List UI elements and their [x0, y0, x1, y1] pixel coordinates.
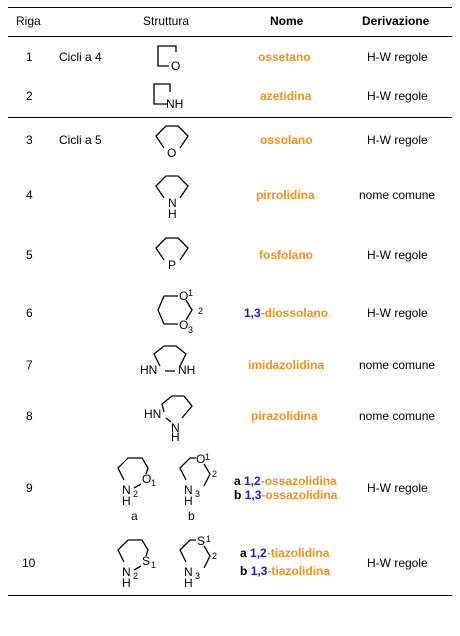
- pyrrolidine-structure: N H: [155, 175, 189, 221]
- row-4-number: 4: [26, 188, 33, 202]
- atom-nh: NH: [166, 97, 183, 111]
- locant-3: 3: [195, 489, 200, 499]
- locant-3: 3: [188, 325, 193, 335]
- atom-n: N: [168, 196, 177, 210]
- row-7-derivation: nome comune: [359, 358, 436, 372]
- locant-1: 1: [151, 478, 156, 488]
- row-6-number: 6: [26, 306, 33, 320]
- locant-2: 2: [198, 306, 203, 316]
- atom-h: H: [184, 494, 193, 508]
- atom-h: H: [171, 430, 180, 444]
- atom-h: H: [168, 207, 177, 221]
- row-4-derivation: nome comune: [359, 188, 436, 202]
- atom-nh: NH: [178, 363, 195, 377]
- atom-o: O: [171, 59, 180, 73]
- row-10-name-b: b 1,3-tiazolidina: [240, 564, 331, 578]
- atom-o: O: [167, 146, 176, 160]
- row-1-derivation: H-W regole: [367, 50, 428, 64]
- locant-1: 1: [206, 534, 211, 544]
- row-8-name: pirazolidina: [251, 409, 318, 423]
- row-2-derivation: H-W regole: [367, 89, 428, 103]
- row-2-name: azetidina: [260, 89, 312, 103]
- top-rule: [8, 7, 452, 8]
- azetidine-structure: NH: [153, 83, 183, 111]
- dioxolane-structure: O 1 O 3 2: [157, 288, 203, 335]
- row-9-name-b: b 1,3-ossazolidina: [234, 488, 338, 502]
- atom-p: P: [168, 258, 176, 272]
- locant-2: 2: [133, 571, 138, 581]
- row-9-number: 9: [26, 481, 33, 495]
- locant-2: 2: [133, 489, 138, 499]
- row-1-group: Cicli a 4: [59, 50, 102, 64]
- isothiazolidine-structure: S 1 N 2 H: [117, 539, 156, 590]
- atom-n: N: [122, 483, 131, 497]
- imidazolidine-structure: HN NH: [140, 345, 195, 377]
- atom-o3: O: [179, 318, 188, 332]
- atom-h: H: [122, 494, 131, 508]
- row-9-name-a: a 1,2-ossazolidina: [234, 474, 337, 488]
- row-5-name: fosfolano: [259, 248, 313, 262]
- row-2-number: 2: [26, 89, 33, 103]
- row-5-derivation: H-W regole: [367, 248, 428, 262]
- locant-1: 1: [188, 288, 193, 298]
- row-6-name: 1,3-diossolano: [244, 306, 328, 320]
- locant-2: 2: [212, 469, 217, 479]
- pyrazolidine-structure: HN N H: [144, 395, 193, 444]
- row-4-name: pirrolidina: [256, 188, 315, 202]
- row-10-derivation: H-W regole: [367, 556, 428, 570]
- locant-1: 1: [205, 452, 210, 462]
- locant-1: 1: [151, 560, 156, 570]
- atom-n: N: [171, 421, 180, 435]
- header-riga: Riga: [16, 14, 41, 28]
- locant-2: 2: [212, 551, 217, 561]
- header-nome: Nome: [270, 14, 304, 28]
- oxazolidine-structure: O 1 2 N 3 H b: [179, 452, 217, 523]
- atom-n: N: [184, 565, 193, 579]
- isoxazolidine-structure: O 1 N 2 H a: [117, 457, 156, 523]
- header-derivazione: Derivazione: [362, 14, 430, 28]
- row-1-name: ossetano: [258, 50, 311, 64]
- atom-s: S: [142, 554, 150, 568]
- row-3-group: Cicli a 5: [59, 133, 102, 147]
- section-rule: [8, 117, 452, 118]
- atom-o: O: [196, 452, 205, 466]
- structure-tag-a: a: [131, 509, 138, 523]
- row-6-derivation: H-W regole: [367, 306, 428, 320]
- structure-tag-b: b: [188, 509, 195, 523]
- atom-o1: O: [179, 289, 188, 303]
- row-3-number: 3: [26, 133, 33, 147]
- header-struttura: Struttura: [143, 14, 190, 28]
- row-7-number: 7: [26, 358, 33, 372]
- row-8-derivation: nome comune: [359, 409, 436, 423]
- row-6-name-rest: -diossolano: [260, 306, 329, 320]
- row-1-number: 1: [26, 50, 33, 64]
- row-3-name: ossolano: [260, 133, 313, 147]
- row-7-name: imidazolidina: [248, 358, 325, 372]
- locant-3: 3: [195, 571, 200, 581]
- row-10-number: 10: [22, 556, 36, 570]
- atom-hn: HN: [144, 407, 161, 421]
- row-8-number: 8: [26, 409, 33, 423]
- oxolane-structure: O: [155, 125, 189, 160]
- row-10-name-a: a 1,2-tiazolidina: [240, 546, 330, 560]
- phospholane-structure: P: [155, 237, 189, 272]
- atom-h: H: [184, 576, 193, 590]
- atom-o: O: [142, 472, 151, 486]
- atom-s: S: [197, 534, 205, 548]
- atom-hn: HN: [140, 363, 157, 377]
- row-5-number: 5: [26, 248, 33, 262]
- atom-h: H: [122, 576, 131, 590]
- atom-n: N: [122, 565, 131, 579]
- row-3-derivation: H-W regole: [367, 133, 428, 147]
- header-rule: [8, 36, 452, 37]
- row-9-derivation: H-W regole: [367, 481, 428, 495]
- thiazolidine-structure: S 1 2 N 3 H: [179, 534, 217, 590]
- atom-n: N: [184, 483, 193, 497]
- row-6-name-locant: 1,3: [244, 306, 261, 320]
- bottom-rule: [8, 595, 452, 596]
- oxetane-structure: O: [157, 45, 180, 73]
